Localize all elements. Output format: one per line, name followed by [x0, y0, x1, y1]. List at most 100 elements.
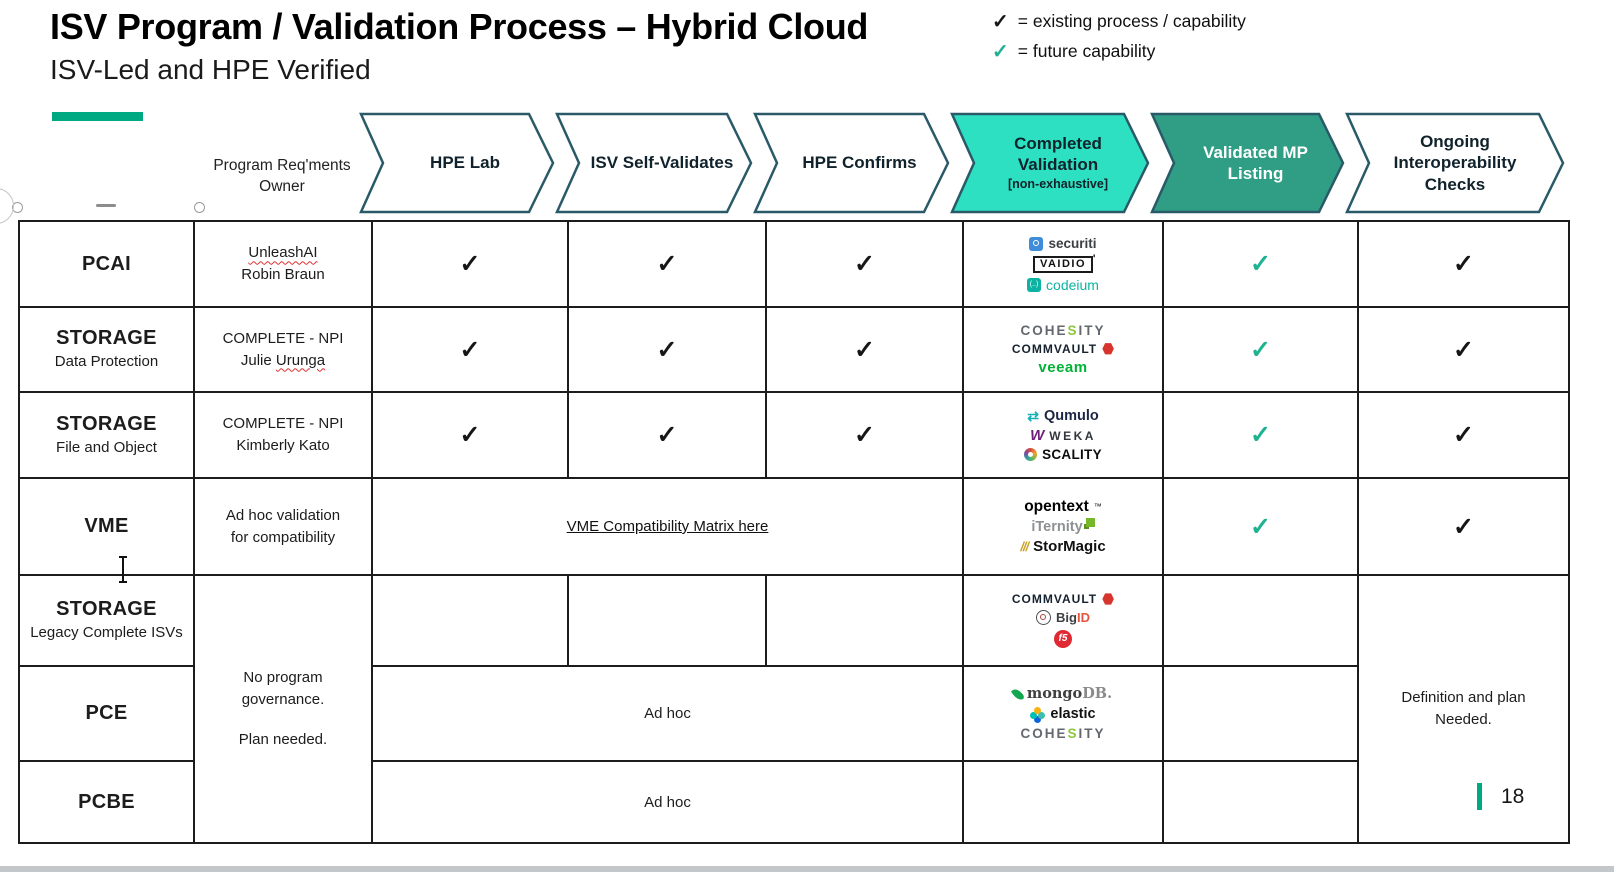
cohesity-logo: COHESITY [1020, 324, 1105, 338]
stage-chevron-validated-mp-listing: Validated MP Listing [1150, 112, 1345, 214]
storage-dp-validated-mp-cell: ✓ [1164, 308, 1359, 393]
commvault-logo-icon [1102, 593, 1114, 605]
scality-logo: SCALITY [1024, 448, 1102, 462]
page-subtitle: ISV-Led and HPE Verified [50, 54, 371, 85]
storage-dp-ongoing-cell: ✓ [1359, 308, 1570, 393]
selection-handle-dash [96, 204, 116, 207]
pce-validated-mp-cell [1164, 667, 1359, 762]
legend: ✓ = existing process / capability ✓ = fu… [992, 6, 1246, 66]
elastic-logo: elastic [1030, 706, 1096, 722]
owner-cell-storage-dp: COMPLETE - NPI Julie Urunga [195, 308, 373, 393]
green-check-icon: ✓ [1250, 512, 1271, 541]
stormagic-logo: /// StorMagic [1020, 539, 1105, 554]
check-icon: ✓ [1453, 335, 1474, 364]
definition-plan-cell: Definition and plan Needed. [1359, 576, 1570, 844]
pce-completed-validation-cell: mongoDB. elastic COHESITY [964, 667, 1164, 762]
green-check-icon: ✓ [1250, 250, 1271, 278]
stormagic-logo-text: StorMagic [1033, 538, 1106, 555]
iternity-logo-text: iTernity [1031, 518, 1083, 535]
bigid-text-big: Big [1056, 610, 1077, 625]
bigid-logo-text: BigID [1056, 611, 1090, 624]
stage-chevron-completed-validation: Completed Validation [non-exhaustive] [950, 112, 1150, 214]
storage-fo-hpe-lab-cell: ✓ [373, 393, 569, 479]
veeam-logo-text: veeam [1038, 358, 1088, 376]
bigid-logo-icon [1036, 610, 1052, 625]
owner-name-first: Julie [240, 351, 276, 369]
f5-logo-text: f5 [1054, 630, 1072, 648]
storage-legacy-validated-mp-cell [1164, 576, 1359, 667]
cohesity-text-post: ITY [1078, 725, 1106, 741]
elastic-logo-icon [1030, 706, 1045, 722]
owner-line2: Kimberly Kato [236, 437, 330, 454]
qumulo-logo-icon: ⇄ [1027, 407, 1039, 424]
cohesity-text-post: ITY [1078, 323, 1106, 339]
vaidio-logo: VAIDIO [1032, 254, 1097, 273]
vme-matrix-cell: VME Compatibility Matrix here [373, 479, 964, 576]
row-label-pcai: PCAI [20, 222, 195, 308]
check-icon: ✓ [1453, 512, 1474, 541]
codeium-logo: codeium [1027, 277, 1099, 292]
cohesity-logo-text: COHESITY [1020, 725, 1106, 741]
pcbe-validated-mp-cell [1164, 762, 1359, 844]
vme-validated-mp-cell: ✓ [1164, 479, 1359, 576]
pcai-ongoing-cell: ✓ [1359, 222, 1570, 308]
bigid-text-id: ID [1076, 610, 1090, 625]
storage-legacy-hpe-confirms-cell [767, 576, 964, 667]
stage-sublabel-text: [non-exhaustive] [1007, 177, 1108, 192]
owner-line1: UnleashAI [248, 244, 318, 262]
owner-cell-vme: Ad hoc validation for compatibility [195, 479, 373, 576]
mongodb-logo-icon [1010, 686, 1025, 702]
qumulo-logo: ⇄Qumulo [1027, 407, 1099, 424]
bottom-strip [0, 866, 1614, 872]
row-label-text: PCE [85, 702, 128, 724]
row-sublabel-text: Data Protection [54, 353, 159, 371]
f5-logo: f5 [1054, 630, 1072, 648]
owner-header-line1: Program Req'ments [213, 157, 351, 174]
check-icon: ✓ [854, 335, 875, 364]
weka-logo-icon: W [1030, 427, 1045, 444]
owner-line2: Robin Braun [241, 266, 325, 283]
stage-chevron-hpe-lab: HPE Lab [359, 112, 555, 214]
securiti-logo-icon [1029, 236, 1044, 251]
iternity-logo-icon [1085, 518, 1095, 528]
mongodb-text-db: DB. [1082, 685, 1113, 702]
page-title: ISV Program / Validation Process – Hybri… [50, 6, 869, 47]
accent-bar [52, 112, 143, 121]
storage-fo-validated-mp-cell: ✓ [1164, 393, 1359, 479]
owner-line1: COMPLETE - NPI [222, 329, 344, 347]
commvault-logo-text: COMMVAULT [1011, 341, 1098, 356]
stage-chevron-hpe-confirms: HPE Confirms [753, 112, 950, 214]
legend-future-label: = future capability [1017, 40, 1156, 61]
selection-handle[interactable] [194, 202, 205, 213]
owner-header-line2: Owner [259, 177, 305, 195]
stage-chevron-ongoing-interoperability: Ongoing Interoperability Checks [1345, 112, 1565, 214]
vme-ongoing-cell: ✓ [1359, 479, 1570, 576]
codeium-logo-icon [1027, 277, 1042, 292]
row-label-storage-data-protection: STORAGE Data Protection [20, 308, 195, 393]
definition-line1: Definition and plan [1401, 689, 1526, 707]
vme-compatibility-matrix-link[interactable]: VME Compatibility Matrix here [566, 518, 769, 535]
adhoc-text: Ad hoc [644, 705, 691, 722]
row-label-vme: VME [20, 479, 195, 576]
securiti-logo-text: securiti [1048, 235, 1097, 251]
green-check-icon: ✓ [1250, 421, 1271, 449]
vaidio-logo-text: VAIDIO [1032, 254, 1097, 273]
row-label-pce: PCE [20, 667, 195, 762]
page-number-bar [1477, 783, 1482, 810]
owner-name-last: Urunga [275, 351, 326, 369]
opentext-trademark: ™ [1093, 501, 1102, 511]
cohesity-text-s: S [1067, 725, 1079, 741]
stormagic-logo-icon: /// [1020, 539, 1029, 554]
row-label-pcbe: PCBE [20, 762, 195, 844]
scality-logo-icon [1024, 448, 1038, 462]
check-icon: ✓ [1453, 250, 1474, 278]
pcai-hpe-lab-cell: ✓ [373, 222, 569, 308]
owner-cell-storage-fo: COMPLETE - NPI Kimberly Kato [195, 393, 373, 479]
edge-artifact [0, 188, 14, 224]
text-cursor [118, 556, 128, 583]
row-label-text: STORAGE [56, 327, 157, 350]
owner-line1: COMPLETE - NPI [222, 415, 344, 433]
